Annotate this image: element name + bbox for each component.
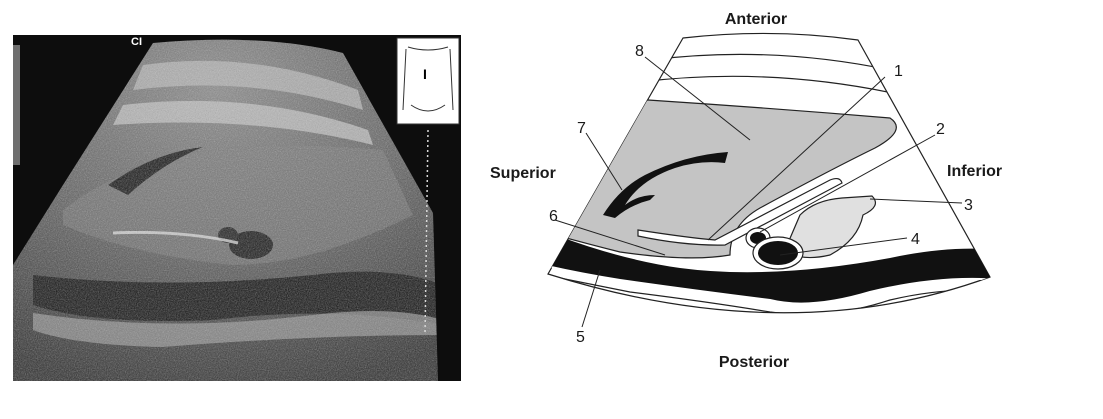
- callout-7: 7: [577, 120, 586, 137]
- callout-1: 1: [894, 63, 903, 80]
- leader-lines: [554, 56, 963, 328]
- anatomy-diagram: Anterior Posterior Superior Inferior 1 2…: [470, 0, 1103, 414]
- callout-5: 5: [576, 329, 585, 346]
- probe-position-marker: I: [423, 66, 427, 82]
- callout-8: 8: [635, 43, 644, 60]
- orientation-marker: CI: [131, 36, 142, 48]
- hepatic-vein: [603, 152, 728, 218]
- depth-scale: [424, 129, 429, 336]
- ultrasound-image: CI I: [13, 35, 461, 381]
- callout-3: 3: [964, 197, 973, 214]
- callout-4: 4: [911, 231, 920, 248]
- direction-posterior: Posterior: [719, 354, 789, 371]
- grayscale-bar: [13, 45, 20, 165]
- abdominal-wall-line: [649, 53, 891, 71]
- direction-superior: Superior: [490, 165, 556, 182]
- body-marker: I: [396, 37, 460, 125]
- common-bile-duct: [758, 241, 798, 265]
- direction-anterior: Anterior: [725, 11, 787, 28]
- callout-2: 2: [936, 121, 945, 138]
- portal-vein: [637, 177, 843, 246]
- callout-6: 6: [549, 208, 558, 225]
- pancreas: [784, 195, 877, 259]
- inferior-vena-cava: [548, 225, 990, 304]
- direction-inferior: Inferior: [947, 163, 1002, 180]
